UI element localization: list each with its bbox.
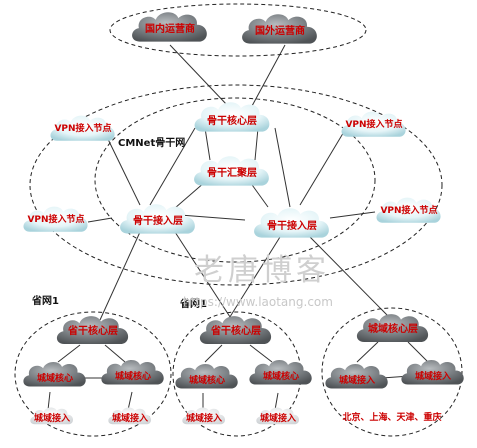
link-to-prov-left (99, 231, 141, 321)
watermark-text: 老唐博客 (194, 253, 330, 288)
prov-right-metro-access-b: 城域接入 (401, 360, 464, 385)
dashed-boundaries (14, 3, 463, 437)
prov-left-metro-core-b: 城域核心 (101, 360, 164, 385)
vpn-mid-right-label: VPN接入节点 (380, 204, 437, 216)
link-to-prov-mid (174, 231, 233, 321)
link-vpn-tr (299, 129, 346, 206)
prov-left-metro-core-a-label: 城域核心 (37, 372, 73, 384)
prov-mid-metro-access-b: 城域接入 (256, 407, 300, 425)
cloud-backbone-core: 骨干核心层 (194, 102, 270, 132)
link-domestic-core (169, 44, 229, 107)
provincial-net1-label: 省网1 (31, 294, 59, 307)
link-vpn-mr (329, 211, 376, 219)
cloud-domestic-operator: 国内运营商 (132, 12, 207, 42)
prov-right-cities: 北京、上海、天津、重庆 (342, 411, 441, 423)
link-l-core-b (104, 344, 126, 363)
prov-left-metro-core-a: 城域核心 (23, 362, 86, 387)
cmnet-title: CMNet骨干网 (118, 137, 185, 149)
prov-left-metro-core-b-label: 城域核心 (115, 370, 151, 382)
link-l-a-access (47, 391, 51, 411)
cloud-vpn-mid-left: VPN接入节点 (23, 206, 88, 232)
cloud-vpn-top-right: VPN接入节点 (341, 111, 406, 137)
prov-mid-metro-access-a: 城域接入 (182, 407, 226, 425)
prov-right-core-cloud: 城域核心层 (356, 314, 429, 342)
prov-right-metro-access-a: 城域接入 (325, 364, 388, 389)
link-to-prov-right (309, 236, 391, 319)
connections (47, 44, 429, 411)
prov-left-metro-access-b: 城域接入 (108, 407, 152, 425)
backbone-access-left-label: 骨干接入层 (133, 214, 183, 227)
outer-backbone-boundary (29, 84, 443, 286)
backbone-aggregation-label: 骨干汇聚层 (207, 166, 257, 179)
link-core-access-left (149, 127, 196, 206)
prov-mid-core-label: 省干核心层 (210, 324, 261, 337)
prov-mid-metro-core-b-label: 城域核心 (263, 370, 299, 382)
cloud-foreign-operator: 国外运营商 (242, 14, 317, 44)
prov-left-core-label: 省干核心层 (67, 324, 118, 337)
vpn-top-right-label: VPN接入节点 (345, 118, 402, 130)
prov-right-core-label: 城域核心层 (368, 322, 418, 335)
cloud-backbone-aggregation: 骨干汇聚层 (194, 156, 269, 186)
link-l-core-a (57, 344, 81, 363)
link-vpn-ml (87, 217, 113, 223)
foreign-operator-label: 国外运营商 (255, 24, 305, 37)
link-core-access-right (274, 127, 291, 208)
link-vpn-tl (104, 132, 141, 206)
link-l-b-access (127, 391, 133, 411)
link-r-core-b (407, 341, 429, 363)
prov-mid-metro-core-a-label: 城域核心 (189, 374, 225, 386)
prov-left-metro-access-b-label: 城域接入 (112, 412, 148, 424)
link-m-b-access (274, 392, 279, 411)
backbone-access-right-label: 骨干接入层 (267, 219, 317, 232)
prov-right-metro-access-a-label: 城域接入 (339, 374, 375, 386)
prov-mid-metro-core-b: 城域核心 (249, 360, 312, 385)
cmnet-boundary (94, 97, 376, 263)
vpn-mid-left-label: VPN接入节点 (27, 213, 84, 225)
prov-left-core-cloud: 省干核心层 (56, 316, 129, 344)
link-access-access (179, 214, 246, 221)
cloud-vpn-mid-right: VPN接入节点 (376, 197, 441, 223)
link-m-core-a (204, 344, 223, 363)
backbone-core-label: 骨干核心层 (207, 114, 257, 127)
vpn-top-left-label: VPN接入节点 (54, 122, 111, 134)
cloud-vpn-top-left: VPN接入节点 (50, 115, 115, 141)
prov-mid-core-cloud: 省干核心层 (199, 316, 272, 344)
link-core-agg (204, 127, 211, 161)
link-agg-access-right (249, 181, 269, 208)
provincial-net2-label: 省网1 (179, 297, 207, 310)
prov-mid-metro-core-a: 城域核心 (175, 364, 238, 389)
link-core-agg-2 (254, 127, 259, 161)
operators-boundary (109, 3, 367, 57)
link-foreign-core (251, 44, 286, 107)
cloud-backbone-access-left: 骨干接入层 (120, 204, 195, 234)
watermark-url: https://www.laotang.com (183, 295, 333, 309)
cloud-backbone-access-right: 骨干接入层 (254, 208, 329, 238)
prov-left-metro-access-a-label: 城域接入 (34, 412, 70, 424)
prov-mid-metro-access-a-label: 城域接入 (186, 412, 222, 424)
link-r-core-a (356, 341, 379, 363)
prov-left-metro-access-a: 城域接入 (30, 407, 74, 425)
prov-mid-metro-access-b-label: 城域接入 (260, 412, 296, 424)
link-to-prov-mid-2 (227, 236, 281, 321)
link-m-core-b (249, 344, 273, 363)
link-agg-access-left (174, 181, 206, 209)
prov-right-metro-access-b-label: 城域接入 (415, 370, 451, 382)
prov-right-boundary (321, 307, 463, 437)
prov-left-boundary (14, 311, 172, 437)
domestic-operator-label: 国内运营商 (145, 22, 195, 35)
